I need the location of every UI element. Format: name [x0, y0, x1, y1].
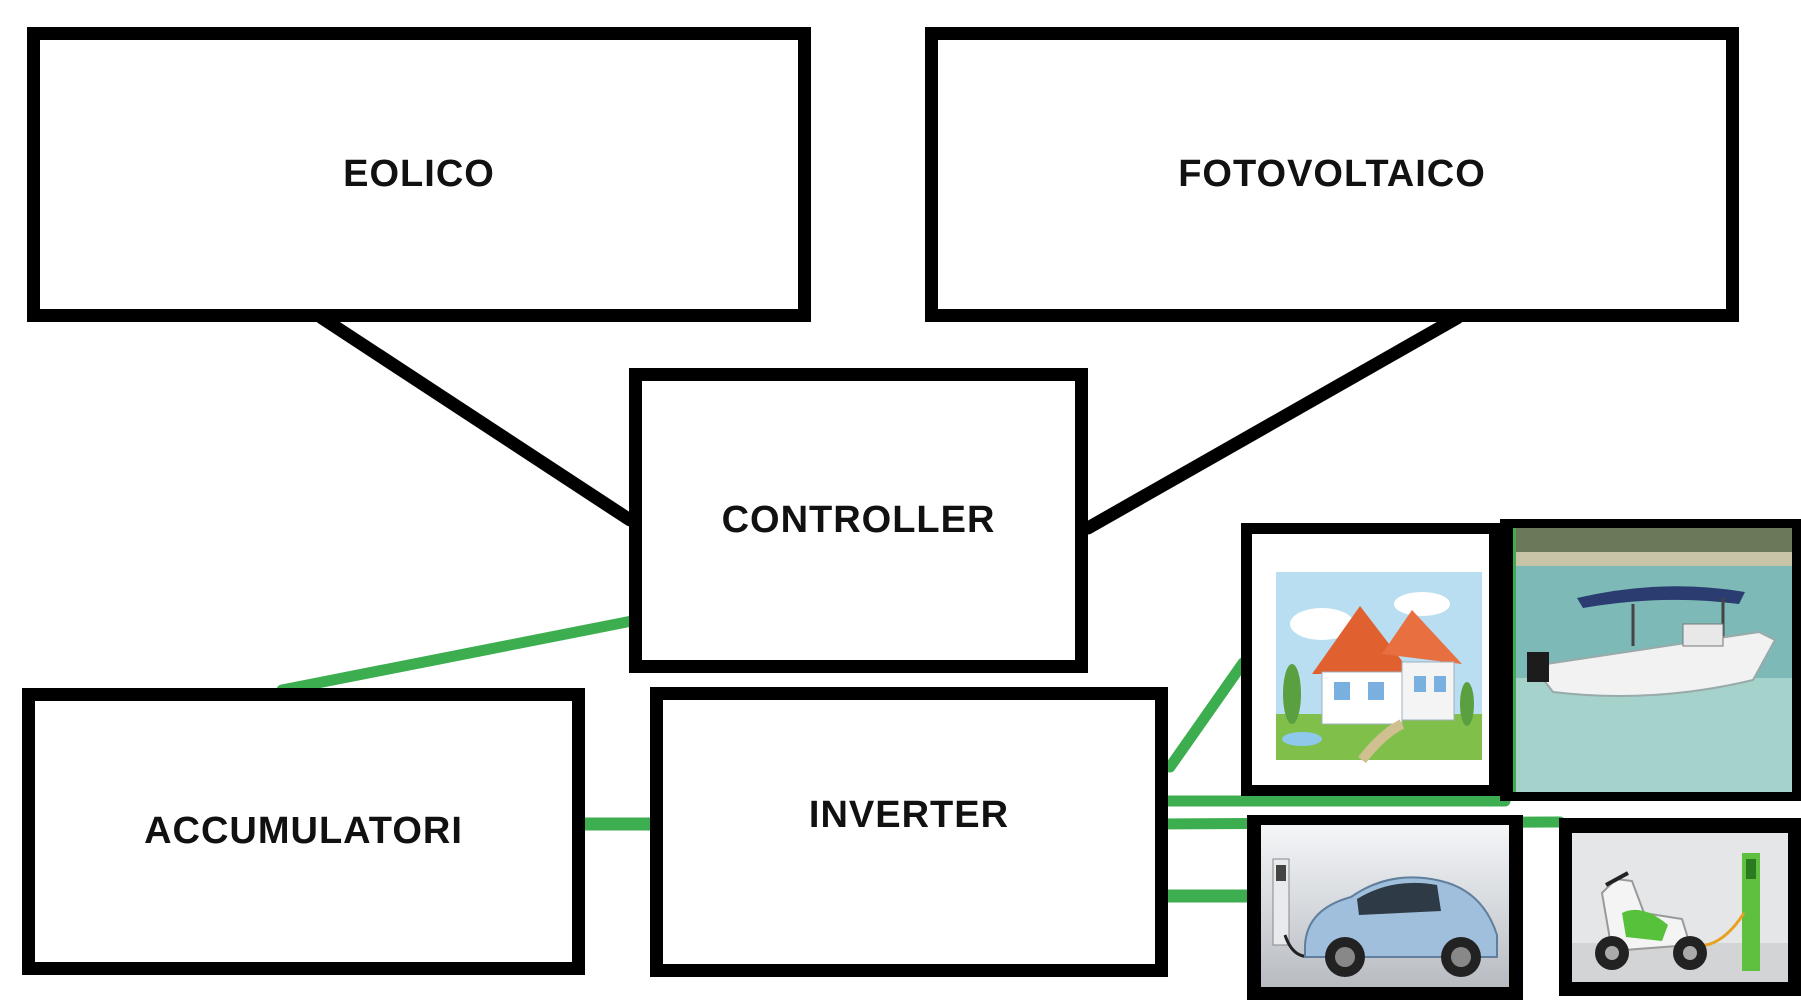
link-fotovoltaico-controller — [1088, 318, 1457, 528]
eolico-label: EOLICO — [343, 153, 495, 196]
link-controller-accumulatori — [282, 620, 637, 690]
electric-car-icon — [1261, 825, 1509, 987]
inverter-label: INVERTER — [809, 794, 1009, 837]
electric-scooter-icon — [1572, 833, 1788, 982]
electric-scooter-photo — [1559, 818, 1801, 996]
house-photo — [1241, 523, 1500, 796]
accumulatori-box: ACCUMULATORI — [22, 688, 585, 975]
electric-car-photo — [1247, 815, 1523, 1000]
house-icon — [1252, 534, 1489, 785]
fotovoltaico-box: FOTOVOLTAICO — [925, 27, 1739, 322]
eolico-box: EOLICO — [27, 27, 811, 322]
motorboat-photo — [1500, 519, 1801, 801]
motorboat-icon — [1513, 528, 1792, 792]
fotovoltaico-label: FOTOVOLTAICO — [1178, 153, 1486, 196]
controller-box: CONTROLLER — [629, 368, 1088, 673]
controller-label: CONTROLLER — [722, 499, 996, 542]
accumulatori-label: ACCUMULATORI — [144, 810, 463, 853]
link-eolico-controller — [322, 318, 630, 520]
inverter-box: INVERTER — [650, 687, 1168, 977]
link-inverter-house — [1170, 663, 1243, 767]
